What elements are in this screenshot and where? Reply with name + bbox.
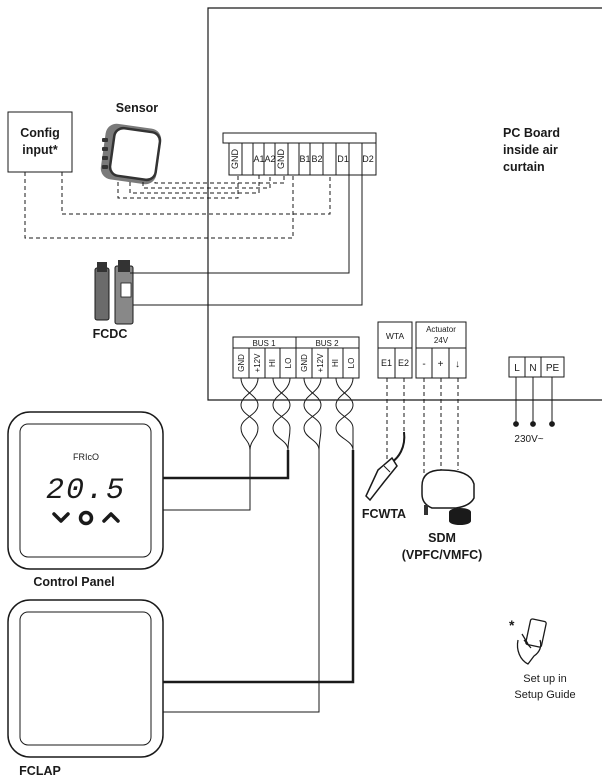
sensor-terminal-b1: B1 bbox=[299, 154, 310, 164]
setup-note-line1: Set up in bbox=[523, 673, 566, 685]
wta-terminal-e1: E1 bbox=[381, 358, 392, 368]
control-panel-label: Control Panel bbox=[33, 575, 114, 589]
control-panel-brand: FRIcO bbox=[73, 452, 99, 462]
sensor-dashed-wires bbox=[24, 172, 331, 239]
chevron-up-icon bbox=[102, 512, 120, 523]
bus1-terminal-hi: HI bbox=[268, 359, 277, 367]
bus1-label: BUS 1 bbox=[252, 339, 276, 348]
sensor-terminal-block bbox=[228, 142, 377, 176]
config-input-label-line1: Config bbox=[20, 126, 60, 140]
hand-phone-icon bbox=[516, 618, 547, 665]
bus1-terminal-lo: LO bbox=[284, 358, 293, 369]
fclap-wires bbox=[163, 450, 355, 713]
wta-terminal-block bbox=[377, 321, 413, 379]
fcdc-wires bbox=[130, 175, 363, 306]
control-panel-wires bbox=[163, 450, 290, 511]
sensor-terminal-gnd: GND bbox=[230, 149, 240, 170]
chevron-down-icon bbox=[52, 512, 70, 523]
fcdc-label: FCDC bbox=[93, 327, 128, 341]
power-terminal-l: L bbox=[514, 363, 520, 374]
actuator-label-line1: Actuator bbox=[426, 325, 456, 334]
wta-terminal-e2: E2 bbox=[398, 358, 409, 368]
pc-board-label-line3: curtain bbox=[503, 160, 545, 174]
bus-terminal-block bbox=[232, 336, 360, 379]
bus2-terminal-gnd: GND bbox=[300, 354, 309, 372]
bus2-terminal-12v: +12V bbox=[316, 353, 325, 373]
wta-actuator-wires bbox=[386, 378, 459, 473]
bus2-label: BUS 2 bbox=[315, 339, 339, 348]
pc-board-label-line2: inside air bbox=[503, 143, 558, 157]
sdm-label-line1: SDM bbox=[428, 531, 456, 545]
control-panel-temperature: 20.5 bbox=[46, 474, 126, 508]
pc-board bbox=[207, 7, 602, 401]
sdm-label-line2: (VPFC/VMFC) bbox=[402, 548, 483, 562]
bus-twisted-wires bbox=[240, 377, 354, 451]
sensor-terminal-gnd2: GND bbox=[276, 149, 286, 170]
wta-label: WTA bbox=[386, 331, 405, 341]
power-terminal-n: N bbox=[529, 363, 536, 374]
pc-board-label-line1: PC Board bbox=[503, 126, 560, 140]
config-input-box bbox=[7, 111, 73, 173]
sensor-terminal-header bbox=[222, 132, 377, 144]
bus1-terminal-12v: +12V bbox=[253, 353, 262, 373]
setup-note-asterisk: * bbox=[509, 617, 515, 633]
ok-circle-icon bbox=[78, 510, 94, 526]
fcdc-icon bbox=[94, 260, 134, 325]
power-terminal-pe: PE bbox=[546, 363, 560, 374]
fclap-label: FCLAP bbox=[19, 764, 61, 778]
fcwta-label: FCWTA bbox=[362, 507, 406, 521]
actuator-terminal-minus: - bbox=[422, 359, 425, 370]
sdm-actuator-icon bbox=[421, 469, 475, 525]
sensor-terminal-b2: B2 bbox=[311, 154, 322, 164]
sensor-terminal-a1: A1 bbox=[253, 154, 264, 164]
actuator-label-line2: 24V bbox=[434, 336, 449, 345]
sensor-terminal-d2: D2 bbox=[362, 154, 374, 164]
actuator-terminal-ground: ↓ bbox=[455, 359, 460, 370]
sensor-icon bbox=[100, 123, 162, 185]
fcwta-icon bbox=[365, 431, 406, 502]
sensor-label: Sensor bbox=[116, 101, 159, 115]
actuator-terminal-block bbox=[415, 321, 467, 379]
bus1-terminal-gnd: GND bbox=[237, 354, 246, 372]
power-voltage-label: 230V~ bbox=[514, 434, 543, 445]
actuator-terminal-plus: + bbox=[438, 359, 444, 370]
bus2-terminal-lo: LO bbox=[347, 358, 356, 369]
control-panel-device bbox=[7, 411, 164, 570]
bus2-terminal-hi: HI bbox=[331, 359, 340, 367]
config-input-label-line2: input* bbox=[22, 143, 58, 157]
sensor-terminal-d1: D1 bbox=[337, 154, 349, 164]
power-terminal-block bbox=[508, 356, 565, 378]
setup-note-line2: Setup Guide bbox=[514, 689, 575, 701]
sensor-terminal-a2: A2 bbox=[264, 154, 275, 164]
fclap-device bbox=[7, 599, 164, 758]
power-wires bbox=[513, 377, 555, 427]
